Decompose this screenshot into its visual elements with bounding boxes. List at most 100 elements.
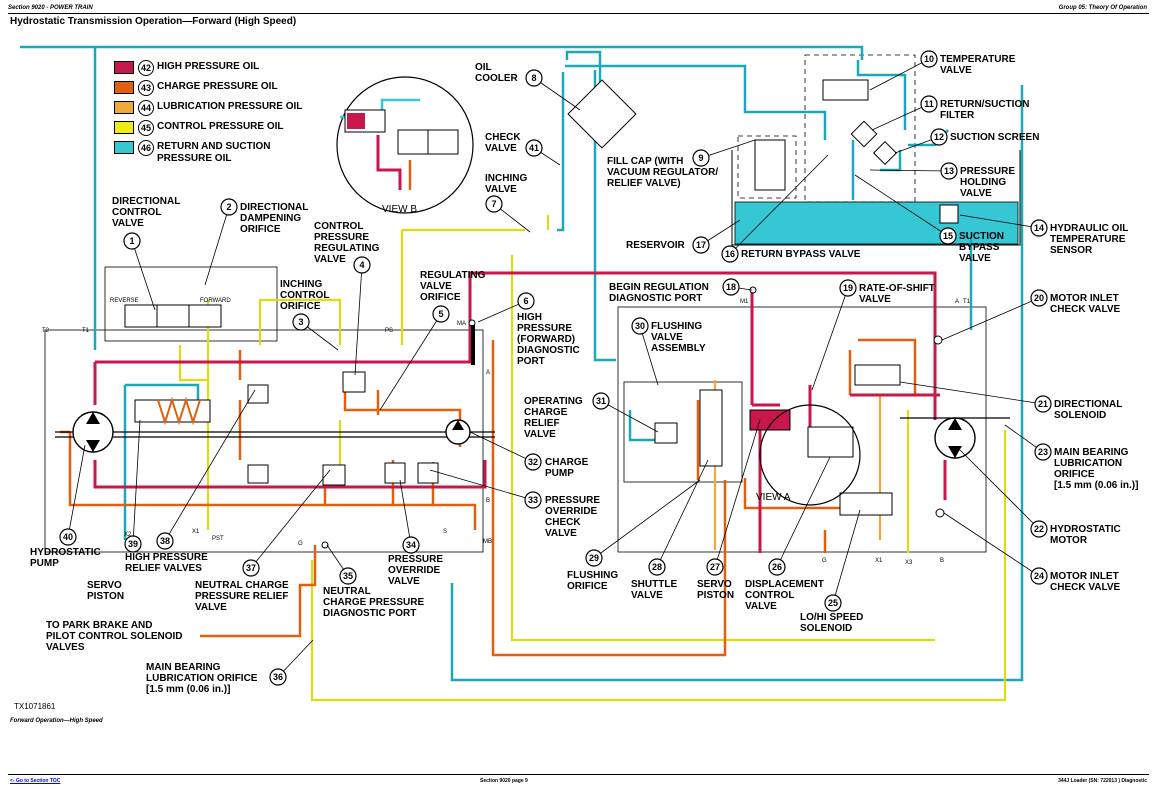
leader-line bbox=[959, 449, 1040, 530]
callout-label: NEUTRAL CHARGE bbox=[195, 580, 289, 591]
callout-label: PRESSURE bbox=[314, 232, 369, 243]
leader-line bbox=[204, 206, 230, 286]
port-label: S bbox=[443, 529, 447, 535]
port-label: MA bbox=[457, 321, 466, 327]
callout-label: CHARGE bbox=[545, 457, 589, 468]
callout-number: 14 bbox=[1034, 223, 1044, 233]
callout-label: FILL CAP (WITH bbox=[607, 156, 683, 167]
leader-line bbox=[959, 214, 1040, 229]
callout-label: ORIFICE bbox=[280, 301, 321, 312]
legend-swatch bbox=[114, 101, 134, 114]
port-label: B bbox=[486, 498, 490, 504]
leader-line bbox=[354, 264, 363, 376]
legend-label: CONTROL PRESSURE OIL bbox=[157, 121, 284, 132]
callout-number: 40 bbox=[63, 532, 73, 542]
leader-line bbox=[656, 459, 709, 568]
callout-circle bbox=[524, 453, 542, 471]
port-label: T1 bbox=[963, 299, 971, 305]
leader-line bbox=[469, 431, 534, 463]
callout-label: VALVE bbox=[112, 218, 144, 229]
toc-link[interactable]: <- Go to Section TOC bbox=[10, 778, 61, 784]
filter-box bbox=[804, 54, 916, 203]
leader-line bbox=[899, 381, 1044, 405]
group-header: Group 05: Theory Of Operation bbox=[1058, 5, 1147, 11]
callout-label: RELIEF bbox=[524, 418, 560, 429]
leader-line bbox=[429, 469, 534, 501]
callout-label: TEMPERATURE bbox=[1050, 234, 1126, 245]
callout-label: CHARGE bbox=[524, 407, 568, 418]
callout-circle bbox=[124, 535, 142, 553]
port-label: G bbox=[298, 541, 303, 547]
callout-label: PRESSURE bbox=[517, 323, 572, 334]
legend-swatch bbox=[114, 141, 134, 154]
callout-circle bbox=[585, 549, 603, 567]
callout-label: CHECK VALVE bbox=[1050, 304, 1121, 315]
leader-line bbox=[811, 287, 849, 391]
callout-label: HOLDING bbox=[960, 177, 1006, 188]
legend-item-charge-pressure: 43 CHARGE PRESSURE OIL bbox=[114, 80, 278, 96]
callout-number: 27 bbox=[710, 562, 720, 572]
callout-circle bbox=[648, 558, 666, 576]
callout-circle bbox=[292, 313, 310, 331]
callout-label: ORIFICE bbox=[240, 224, 281, 235]
callout-label: CHECK VALVE bbox=[1050, 582, 1121, 593]
callout-label: PRESSURE bbox=[960, 166, 1015, 177]
legend-item-control-pressure: 45 CONTROL PRESSURE OIL bbox=[114, 120, 284, 136]
callout-label: HYDROSTATIC bbox=[1050, 524, 1121, 535]
callout-circle bbox=[524, 491, 542, 509]
callout-circle bbox=[839, 279, 857, 297]
callout-circle bbox=[59, 528, 77, 546]
callout-number: 39 bbox=[128, 539, 138, 549]
callout-label: FLUSHING bbox=[651, 321, 702, 332]
callout-number: 19 bbox=[843, 283, 853, 293]
callout-label: DIAGNOSTIC PORT bbox=[609, 293, 702, 304]
leader-line bbox=[729, 154, 829, 255]
callout-label: OVERRIDE bbox=[388, 565, 441, 576]
callout-circle bbox=[592, 392, 610, 410]
callout-label: DIRECTIONAL bbox=[112, 196, 180, 207]
callout-number: 26 bbox=[772, 562, 782, 572]
park-brake-label: TO PARK BRAKE AND bbox=[46, 620, 152, 631]
callout-label: PRESSURE RELIEF bbox=[195, 591, 288, 602]
legend-swatch bbox=[114, 121, 134, 134]
callout-label: LUBRICATION bbox=[1054, 458, 1122, 469]
callout-number: 20 bbox=[1034, 293, 1044, 303]
callout-number: 17 bbox=[696, 240, 706, 250]
callout-label: VALVE bbox=[545, 528, 577, 539]
port-label: A bbox=[955, 299, 959, 305]
legend-number: 42 bbox=[138, 60, 154, 76]
callout-label: HYDROSTATIC bbox=[30, 547, 101, 558]
callout-label: (FORWARD) bbox=[517, 334, 575, 345]
callout-label: REGULATING bbox=[314, 243, 380, 254]
callout-circle bbox=[517, 292, 535, 310]
callout-label: [1.5 mm (0.06 in.)] bbox=[146, 684, 230, 695]
callout-number: 22 bbox=[1034, 524, 1044, 534]
callout-number: 10 bbox=[924, 54, 934, 64]
callout-label: SENSOR bbox=[1050, 245, 1093, 256]
park-brake-label: PILOT CONTROL SOLENOID bbox=[46, 631, 182, 642]
callout-label: OIL bbox=[475, 62, 492, 73]
callout-circle bbox=[123, 232, 141, 250]
fill-cap-box bbox=[737, 135, 797, 199]
callout-label: OVERRIDE bbox=[545, 506, 598, 517]
callout-number: 36 bbox=[273, 672, 283, 682]
callout-circle bbox=[920, 95, 938, 113]
legend-number: 45 bbox=[138, 120, 154, 136]
leader-line bbox=[869, 169, 950, 172]
callout-circle bbox=[824, 594, 842, 612]
callout-number: 1 bbox=[129, 236, 134, 246]
callout-label: VALVE bbox=[524, 429, 556, 440]
callout-label: VALVE bbox=[388, 576, 420, 587]
callout-label: INCHING bbox=[280, 279, 322, 290]
port-label: X3 bbox=[905, 560, 913, 566]
